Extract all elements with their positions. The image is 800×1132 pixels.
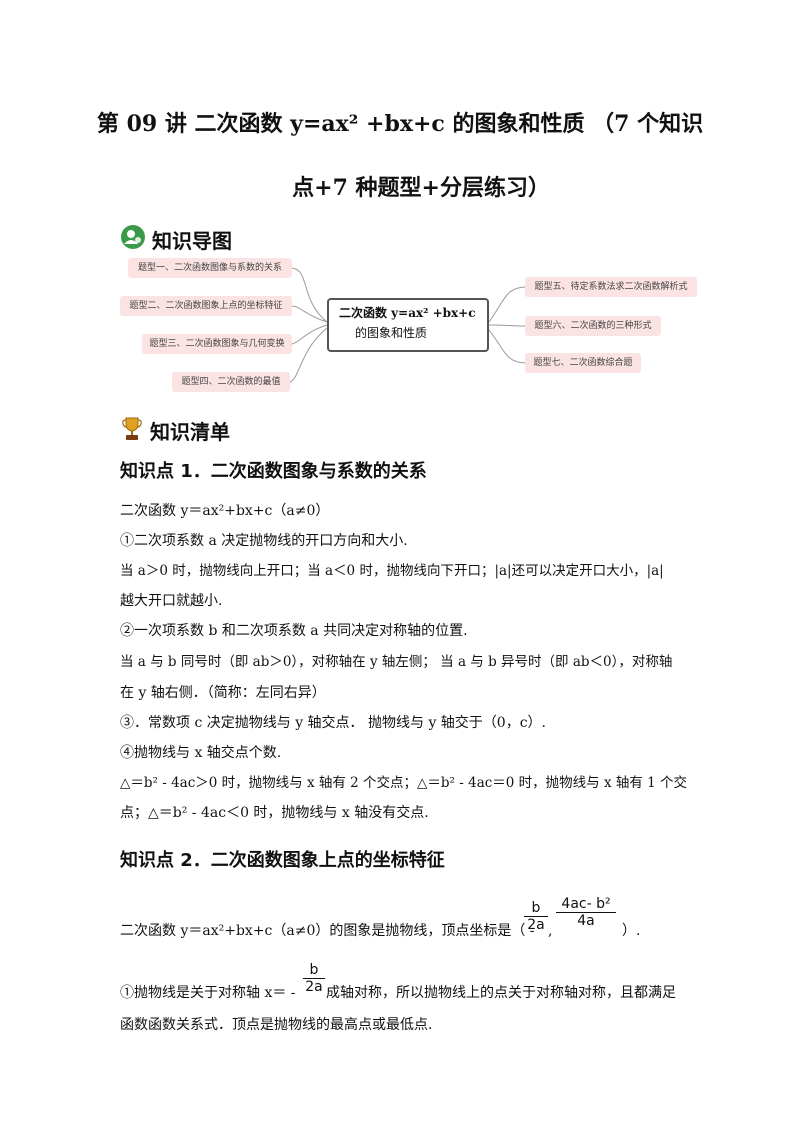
mindmap-node-left-2: 题型二、二次函数图象上点的坐标特征 [120, 296, 292, 316]
kp2-axis-suffix: 成轴对称，所以抛物线上的点关于对称轴对称，且都满足 [326, 985, 676, 1001]
mindmap-center: 二次函数 y=ax² +bx+c 的图象和性质 [327, 298, 489, 352]
kp1-line-5: ②一次项系数 b 和二次项系数 a 共同决定对称轴的位置. [120, 623, 468, 639]
kp2-axis-prefix: ①抛物线是关于对称轴 x＝ - [120, 985, 296, 1001]
kp2-frac-vertex-y: 4ac- b² 4a [556, 896, 616, 929]
mindmap-node-left-1: 题型一、二次函数图像与系数的关系 [128, 258, 292, 278]
kp1-title: 知识点 1．二次函数图象与系数的关系 [120, 461, 427, 482]
mindmap-node-right-2: 题型六、二次函数的三种形式 [525, 316, 661, 336]
mindmap-node-right-3: 题型七、二次函数综合题 [525, 353, 641, 373]
map-heading-text: 知识导图 [152, 228, 232, 253]
kp2-frac-axis: b 2a [303, 962, 325, 995]
page-title-line2: 点+7 种题型+分层练习） [292, 175, 550, 201]
map-heading: 知识导图 [120, 224, 232, 254]
kp2-frac1-denominator: 2a [527, 917, 545, 933]
kp2-frac2-denominator: 4a [577, 913, 595, 929]
kp1-line-10: △＝b² - 4ac＞0 时，抛物线与 x 轴有 2 个交点；△＝b² - 4a… [120, 775, 688, 791]
kp2-axis-frac-denominator: 2a [305, 979, 323, 995]
user-icon [120, 224, 146, 254]
kp2-frac1-numerator: b [531, 900, 541, 916]
kp1-line-8: ③．常数项 c 决定抛物线与 y 轴交点． 抛物线与 y 轴交于（0，c）. [120, 715, 547, 731]
list-heading-text: 知识清单 [150, 419, 230, 444]
mindmap-center-line2: 的图象和性质 [355, 326, 428, 340]
kp2-frac2-numerator: 4ac- b² [561, 896, 611, 912]
mindmap-node-left-4: 题型四、二次函数的最值 [172, 372, 290, 392]
mindmap-connectors [289, 267, 526, 383]
page-title-line1: 第 09 讲 二次函数 y=ax² +bx+c 的图象和性质 （7 个知识 [96, 111, 704, 137]
kp1-line-9: ④抛物线与 x 轴交点个数. [120, 745, 282, 761]
kp2-vertex-prefix: 二次函数 y＝ax²+bx+c（a≠0）的图象是抛物线，顶点坐标是（ - [120, 923, 535, 939]
kp1-line-1: 二次函数 y＝ax²+bx+c（a≠0） [120, 503, 330, 519]
kp1-line-3: 当 a＞0 时，抛物线向上开口；当 a＜0 时，抛物线向下开口；|a|还可以决定… [120, 563, 664, 579]
mindmap-node-right-1: 题型五、待定系数法求二次函数解析式 [525, 277, 697, 297]
kp1-line-4: 越大开口就越小. [120, 593, 223, 609]
kp1-line-6: 当 a 与 b 同号时（即 ab＞0），对称轴在 y 轴左侧； 当 a 与 b … [120, 654, 673, 670]
list-heading: 知识清单 [120, 414, 230, 446]
mindmap-node-left-3: 题型三、二次函数图象与几何变换 [142, 334, 292, 354]
kp2-frac-neg-b-over-2a: b 2a [524, 900, 548, 933]
kp1-line-11: 点；△＝b² - 4ac＜0 时，抛物线与 x 轴没有交点. [120, 805, 429, 821]
kp2-vertex-suffix: ）. [622, 923, 641, 939]
kp1-line-2: ①二次项系数 a 决定抛物线的开口方向和大小. [120, 533, 408, 549]
kp2-title: 知识点 2．二次函数图象上点的坐标特征 [120, 850, 445, 871]
kp2-last-line: 函数函数关系式．顶点是抛物线的最高点或最低点. [120, 1017, 433, 1033]
kp1-line-7: 在 y 轴右侧．（简称：左同右异） [120, 685, 326, 701]
kp2-comma: , [548, 923, 553, 939]
kp2-axis-frac-numerator: b [309, 962, 319, 978]
trophy-icon [120, 414, 144, 446]
mindmap-center-line1: 二次函数 y=ax² +bx+c [339, 306, 476, 320]
